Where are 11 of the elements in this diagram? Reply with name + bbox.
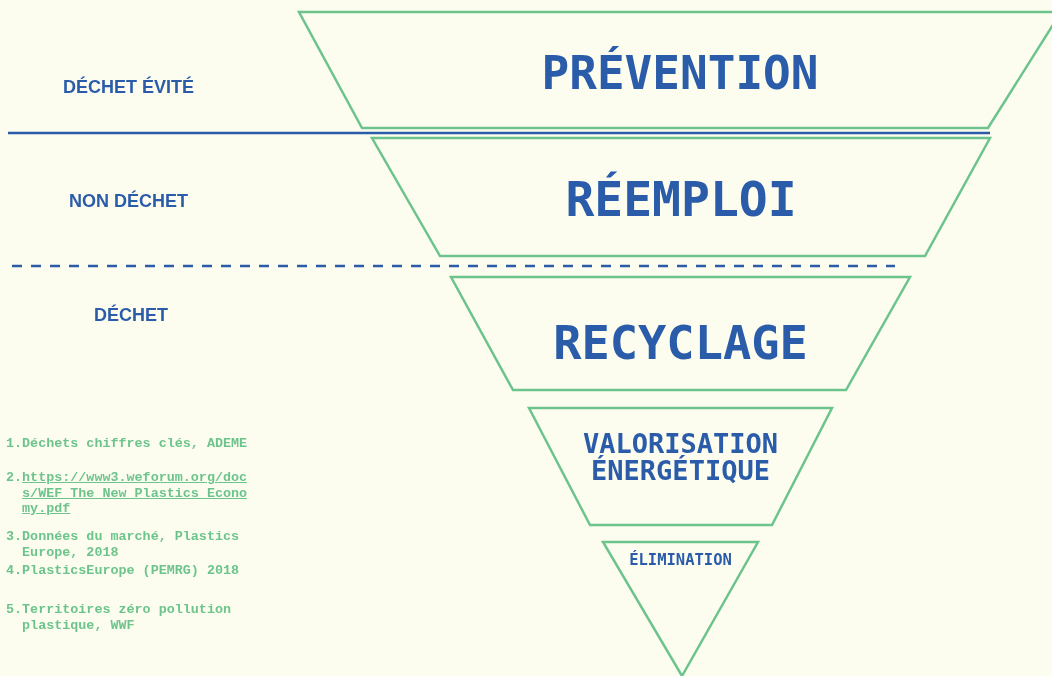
footnote-number: 2. bbox=[6, 470, 23, 485]
footnote: 3.Données du marché, Plastics Europe, 2018 bbox=[6, 529, 241, 560]
category-label: DÉCHET bbox=[94, 305, 168, 326]
footnote: 1.Déchets chiffres clés, ADEME bbox=[6, 436, 249, 452]
footnote: 5.Territoires zéro pollution plastique, WWF bbox=[6, 602, 232, 633]
level-title: VALORISATION ÉNERGÉTIQUE bbox=[581, 430, 780, 484]
category-label: NON DÉCHET bbox=[69, 191, 188, 212]
footnote-link: https://www3.weforum.org/docs/WEF_The_New_Plastics_Economy.pdf bbox=[22, 470, 248, 516]
footnote: 4.PlasticsEurope (PEMRG) 2018 bbox=[6, 563, 241, 579]
category-label: DÉCHET ÉVITÉ bbox=[63, 77, 195, 98]
level-title: RECYCLAGE bbox=[552, 319, 809, 366]
